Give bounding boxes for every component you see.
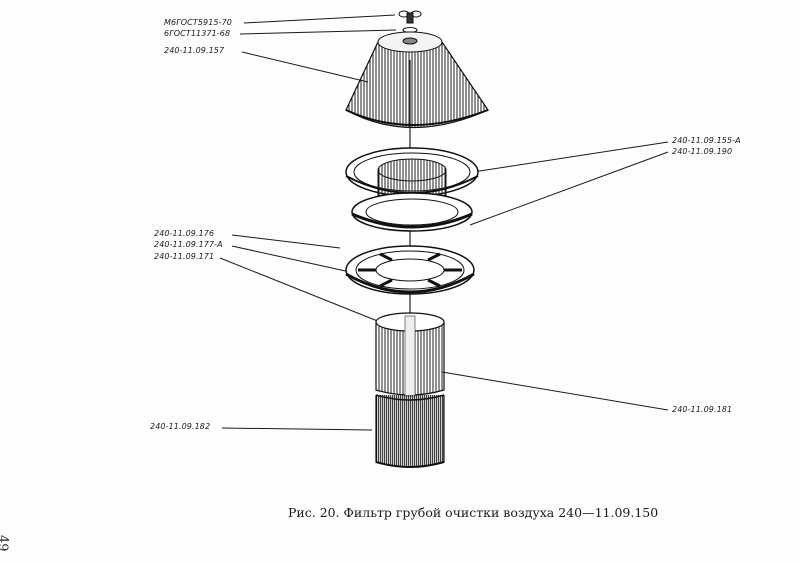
figure-caption: Рис. 20. Фильтр грубой очистки воздуха 2… bbox=[288, 505, 659, 520]
ring-lower bbox=[345, 245, 475, 295]
leader-cone bbox=[241, 51, 369, 83]
leader-lines bbox=[219, 14, 669, 431]
label-wingnut: М6ГОСТ5915-70 bbox=[164, 18, 232, 27]
label-cylinder-lower: 240-11.09.182 bbox=[150, 422, 211, 431]
leader-wingnut bbox=[243, 14, 396, 24]
label-cone: 240-11.09.157 bbox=[164, 46, 225, 55]
leader-washer bbox=[239, 29, 397, 35]
leader-ring-top bbox=[472, 141, 669, 173]
label-ring-177: 240-11.09.177-А bbox=[154, 240, 223, 249]
label-ring-top: 240-11.09.155-А bbox=[672, 136, 741, 145]
leader-rod bbox=[219, 257, 381, 323]
ring-middle bbox=[351, 192, 473, 232]
cylinder-upper bbox=[375, 312, 445, 397]
page-number: 49 bbox=[0, 535, 10, 552]
label-ring-176: 240-11.09.176 bbox=[154, 229, 215, 238]
wing-nut bbox=[398, 10, 422, 24]
cone-cover bbox=[345, 31, 489, 128]
label-ring-mid: 240-11.09.190 bbox=[672, 147, 733, 156]
label-rod: 240-11.09.171 bbox=[154, 252, 215, 261]
leader-cylinder-upper bbox=[441, 371, 669, 411]
leader-cylinder-lower bbox=[221, 427, 373, 431]
leader-ring-mid bbox=[469, 151, 669, 226]
leader-ring-176 bbox=[231, 234, 341, 249]
cylinder-lower bbox=[375, 394, 445, 468]
label-washer: 6ГОСТ11371-68 bbox=[164, 29, 231, 38]
label-cylinder-upper: 240-11.09.181 bbox=[672, 405, 733, 414]
leader-ring-177 bbox=[231, 245, 351, 273]
